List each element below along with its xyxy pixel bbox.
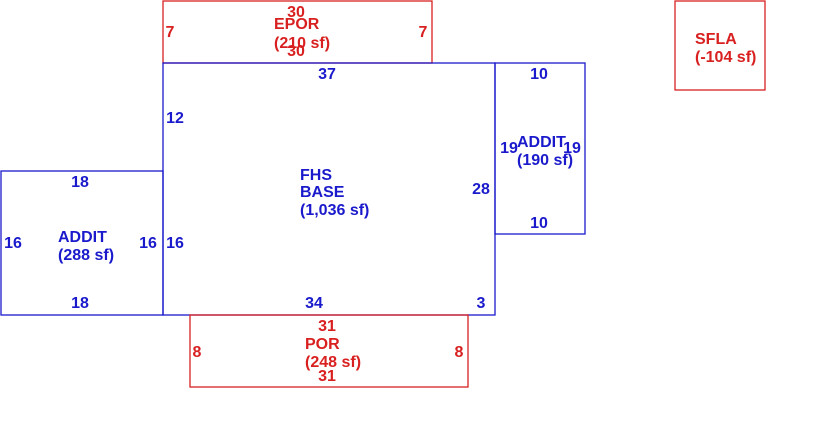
addit-right-dim-right: 19 xyxy=(563,140,581,157)
por-dim-top: 31 xyxy=(318,318,336,335)
epor-dim-right: 7 xyxy=(419,24,428,41)
por-area: (248 sf) xyxy=(305,354,361,371)
por-label: POR xyxy=(305,336,340,353)
base-dim-bottom: 34 xyxy=(305,295,323,312)
por-dim-bottom: 31 xyxy=(318,368,336,385)
epor-dim-bottom: 30 xyxy=(287,43,305,60)
addit-left-dim-right: 16 xyxy=(139,235,157,252)
addit-left-label: ADDIT xyxy=(58,229,107,246)
addit-left-dim-left: 16 xyxy=(4,235,22,252)
por-dim-left: 8 xyxy=(193,344,202,361)
addit-left-outline xyxy=(0,170,164,316)
addit-right-dim-left: 19 xyxy=(500,140,518,157)
addit-right-area: (190 sf) xyxy=(517,152,573,169)
epor-area: (210 sf) xyxy=(274,35,330,52)
base-area: (1,036 sf) xyxy=(300,202,369,219)
addit-left-dim-top: 18 xyxy=(71,174,89,191)
por-dim-right: 8 xyxy=(455,344,464,361)
por-outline xyxy=(189,314,469,388)
base-label-line1: FHS xyxy=(300,167,332,184)
epor-dim-top: 30 xyxy=(287,4,305,21)
addit-right-dim-top: 10 xyxy=(530,66,548,83)
addit-right-label: ADDIT xyxy=(517,134,566,151)
base-dim-right: 28 xyxy=(472,181,490,198)
epor-dim-left: 7 xyxy=(166,24,175,41)
base-dim-bottom-right: 3 xyxy=(477,295,486,312)
addit-left-area: (288 sf) xyxy=(58,247,114,264)
base-dim-left-upper: 12 xyxy=(166,110,184,127)
sfla-outline xyxy=(674,0,766,91)
addit-left-dim-bottom: 18 xyxy=(71,295,89,312)
epor-label: EPOR xyxy=(274,16,320,33)
sfla-area: (-104 sf) xyxy=(695,49,756,66)
addit-right-dim-bottom: 10 xyxy=(530,215,548,232)
sfla-label: SFLA xyxy=(695,31,737,48)
base-dim-left-lower: 16 xyxy=(166,235,184,252)
addit-right-outline xyxy=(494,62,586,235)
base-label-line2: BASE xyxy=(300,184,345,201)
base-dim-top: 37 xyxy=(318,66,336,83)
